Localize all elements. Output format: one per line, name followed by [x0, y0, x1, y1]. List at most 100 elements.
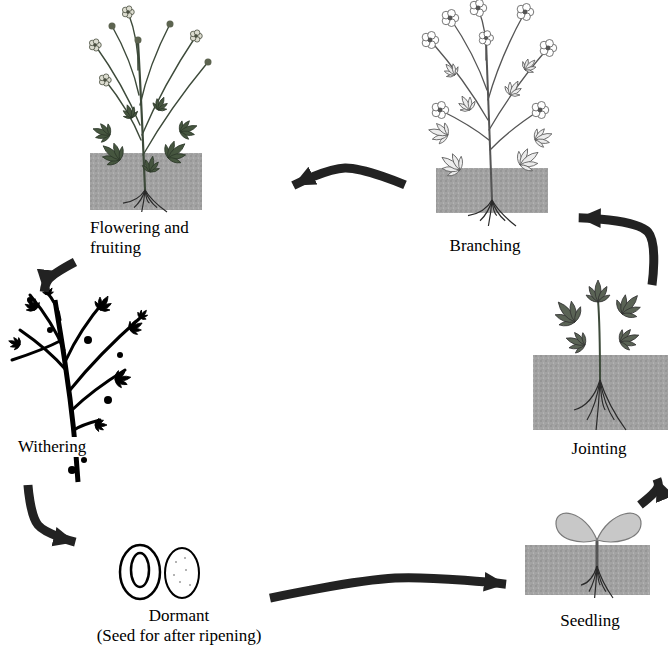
leaf-lobe — [534, 139, 545, 149]
branching-plant — [422, 0, 557, 226]
leaf-lobe — [131, 111, 139, 119]
seed-stipple — [184, 557, 186, 559]
leaf-lobe — [106, 124, 111, 136]
soil-block — [90, 153, 202, 210]
leaf — [21, 294, 43, 315]
leaf-lobe — [13, 337, 21, 346]
leaf — [501, 76, 526, 100]
leaf — [454, 91, 479, 115]
seed-embryo — [131, 553, 149, 587]
flower-center — [103, 78, 107, 82]
leaf-lobe — [573, 331, 587, 346]
stage-label: (Seed for after ripening) — [97, 626, 262, 646]
root — [142, 190, 145, 212]
leaf — [585, 280, 611, 304]
flower-center — [428, 38, 433, 43]
branch — [142, 36, 196, 135]
leaf — [141, 155, 162, 175]
flower-center — [476, 6, 481, 11]
leaf-lobe — [622, 312, 638, 319]
leaf-lobe — [454, 66, 459, 75]
leaf-lobe — [158, 108, 167, 111]
leaf-lobe — [510, 94, 520, 97]
branch — [450, 18, 487, 90]
leaf-lobe — [140, 314, 148, 319]
flower — [190, 30, 202, 42]
leaf-lobe — [99, 122, 112, 136]
withered-blotch — [47, 327, 53, 333]
leaf-lobe — [149, 161, 160, 173]
stage-label: Withering — [15, 437, 89, 457]
seed-stipple — [185, 569, 187, 571]
leaf — [120, 102, 141, 122]
root — [488, 200, 492, 226]
leaf-lobe — [94, 424, 104, 431]
stage-label: Seedling — [560, 611, 620, 631]
root — [574, 380, 600, 410]
leaf — [511, 142, 545, 177]
cycle-arrow — [270, 578, 506, 598]
root — [596, 380, 600, 430]
flower-center — [194, 34, 198, 38]
root — [123, 190, 145, 203]
seed-stipple — [175, 561, 177, 563]
flower — [479, 31, 493, 46]
flower — [122, 6, 134, 18]
leaf — [426, 119, 453, 147]
leaf — [89, 119, 114, 145]
leaf — [135, 307, 151, 323]
flower — [432, 101, 449, 118]
fruit — [205, 59, 212, 66]
cycle-arrow — [44, 262, 75, 292]
leaf — [435, 147, 469, 182]
leaf — [150, 94, 171, 115]
leaf-lobe — [179, 131, 190, 141]
leaf — [562, 327, 590, 356]
flower — [532, 101, 549, 118]
branch — [143, 62, 208, 155]
flower-center — [126, 10, 130, 14]
cycle-arrow — [293, 168, 405, 185]
life-stage: Withering — [5, 305, 155, 485]
branch — [488, 12, 525, 100]
branch — [140, 24, 170, 105]
life-stage: Flowering and fruiting — [60, 0, 280, 262]
flowering-plant — [89, 6, 211, 212]
leaf-lobe — [167, 156, 181, 164]
withered-blotch — [68, 466, 76, 474]
leaf-lobe — [619, 341, 631, 352]
flower — [540, 39, 557, 56]
leaf — [6, 334, 23, 352]
leaf-lobe — [519, 163, 533, 172]
fruit — [135, 37, 142, 44]
branch — [95, 45, 140, 125]
leaf-lobe — [98, 295, 110, 311]
stage-label: Dormant — [149, 606, 209, 626]
branch — [105, 80, 141, 140]
branch — [430, 40, 488, 120]
seedling-plant — [525, 513, 650, 598]
leaf-lobe — [581, 332, 587, 345]
flower-center — [93, 43, 97, 47]
leaf — [530, 124, 555, 150]
life-stage: Dormant(Seed for after ripening) — [88, 530, 270, 650]
leaf-lobe — [443, 122, 450, 135]
leaf — [440, 59, 462, 81]
seed-section — [120, 545, 160, 599]
leaf — [91, 291, 116, 315]
leaf-lobe — [129, 329, 138, 335]
flower-center — [538, 108, 543, 113]
withered-blotch — [117, 352, 123, 358]
flower — [422, 31, 439, 48]
leaf-lobe — [469, 101, 476, 111]
flower — [442, 9, 459, 26]
leaf-lobe — [573, 306, 583, 323]
leaf — [547, 292, 588, 333]
cycle-arrow — [579, 218, 654, 285]
root — [597, 566, 613, 598]
root — [145, 190, 167, 212]
flower-center — [523, 10, 528, 15]
stem — [596, 538, 599, 568]
leaf — [125, 316, 146, 338]
stem — [486, 40, 492, 200]
